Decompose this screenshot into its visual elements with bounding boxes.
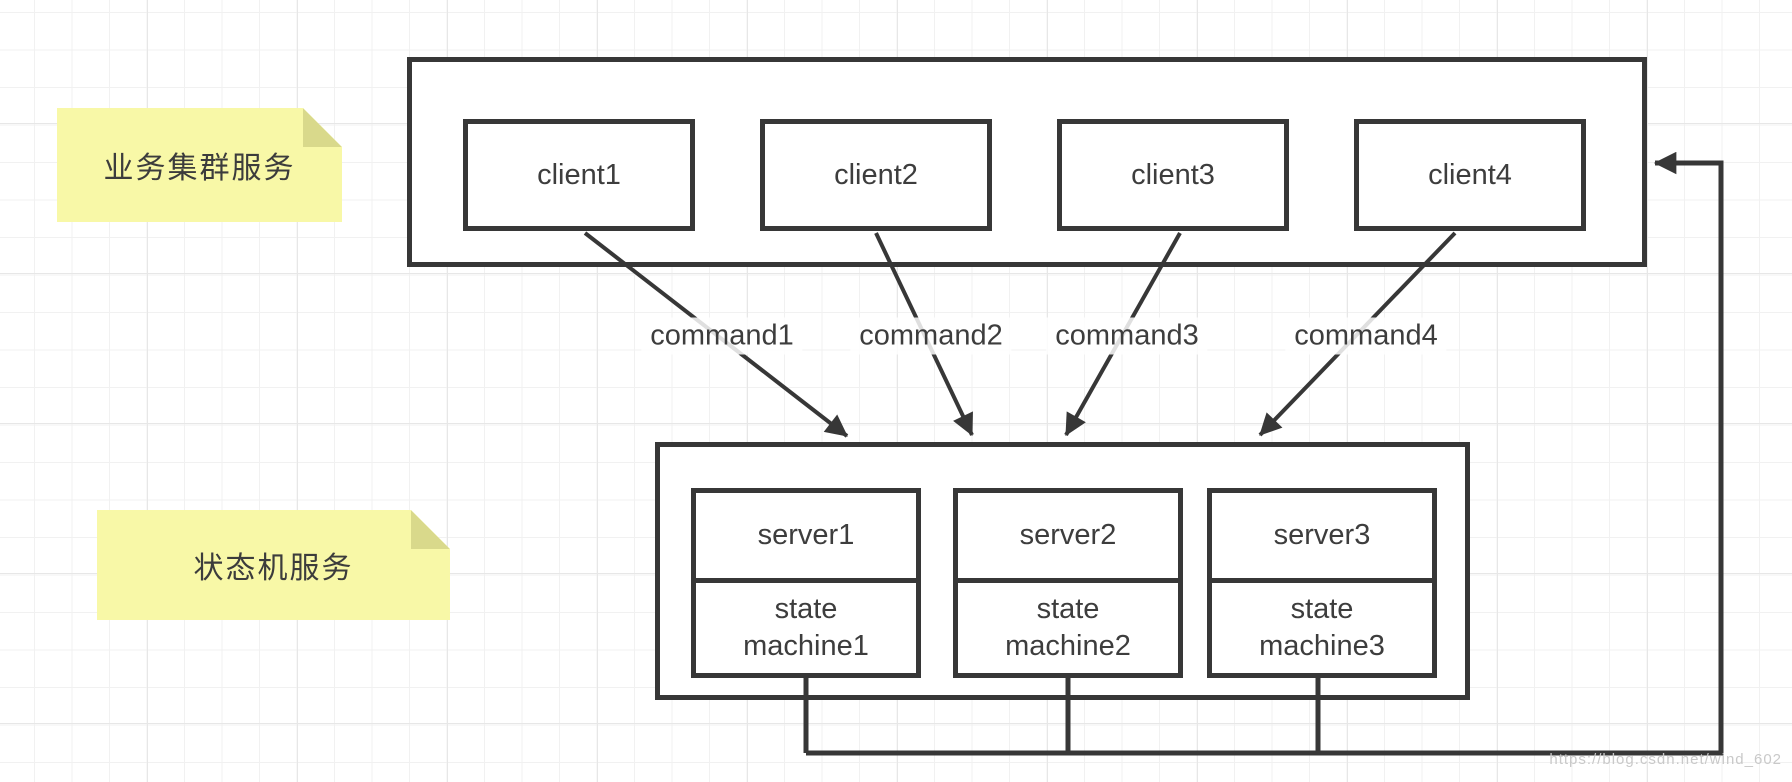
client3-box: client3	[1057, 119, 1289, 231]
command4-label: command4	[1285, 317, 1447, 355]
server3-box: server3 state machine3	[1207, 488, 1437, 678]
note-state-machine-label: 状态机服务	[193, 552, 354, 585]
state-machine2-label: state machine2	[1005, 593, 1131, 662]
server1-label: server1	[696, 493, 916, 583]
client2-label: client2	[834, 158, 918, 191]
folded-corner-icon	[411, 510, 450, 549]
client3-label: client3	[1131, 158, 1215, 191]
server2-label: server2	[958, 493, 1178, 583]
note-business-cluster-label: 业务集群服务	[103, 152, 296, 185]
watermark-url: https://blog.csdn.net/wind_602	[1549, 751, 1782, 768]
command2-label: command2	[850, 317, 1012, 355]
note-state-machine-service: 状态机服务	[97, 510, 450, 620]
state-machine3-label: state machine3	[1259, 593, 1385, 662]
client4-box: client4	[1354, 119, 1586, 231]
client1-label: client1	[537, 158, 621, 191]
server1-box: server1 state machine1	[691, 488, 921, 678]
client4-label: client4	[1428, 158, 1512, 191]
state-machine1-label: state machine1	[743, 593, 869, 662]
command1-label: command1	[641, 317, 803, 355]
server3-label: server3	[1212, 493, 1432, 583]
client1-box: client1	[463, 119, 695, 231]
folded-corner-icon	[303, 108, 342, 147]
client2-box: client2	[760, 119, 992, 231]
command3-label: command3	[1046, 317, 1208, 355]
server2-box: server2 state machine2	[953, 488, 1183, 678]
note-business-cluster-service: 业务集群服务	[57, 108, 342, 222]
